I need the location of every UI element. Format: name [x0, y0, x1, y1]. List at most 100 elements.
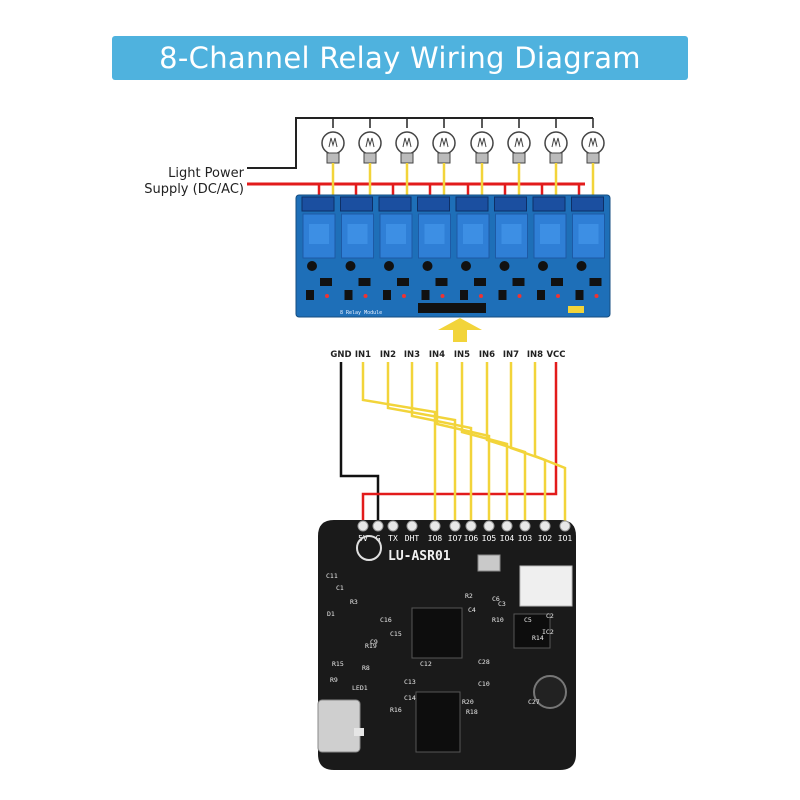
- component-label: C28: [478, 658, 490, 666]
- signal-wire: [533, 362, 567, 521]
- header-label: IO8: [428, 534, 443, 543]
- component-label: R19: [365, 642, 377, 650]
- light-bulb-icon: [466, 118, 494, 200]
- pin-label: IN2: [380, 350, 396, 360]
- relay-channel: [494, 196, 528, 300]
- vcc-wire: [361, 362, 558, 521]
- component-label: R18: [466, 708, 478, 716]
- header-pin: [429, 520, 441, 532]
- light-bulb-icon: [317, 118, 345, 200]
- header-label: IO6: [464, 534, 479, 543]
- component-label: D1: [327, 610, 335, 618]
- header-pin: [483, 520, 495, 532]
- diagram-title: 8-Channel Relay Wiring Diagram: [159, 41, 641, 75]
- component-label: C4: [468, 606, 476, 614]
- microphone: [533, 675, 567, 709]
- pin-label: IN4: [429, 350, 445, 360]
- relay-module: 8 Relay Module: [295, 194, 611, 318]
- relay-channel: [532, 196, 567, 300]
- component-label: C3: [498, 600, 506, 608]
- light-bulb-icon: [391, 118, 419, 200]
- light-bulb-icon: [354, 118, 382, 200]
- component-label: R2: [465, 592, 473, 600]
- usb-c-port: [317, 699, 361, 753]
- header-label: IO7: [448, 534, 463, 543]
- relay-channel: [301, 196, 336, 300]
- wire-harness: [339, 362, 567, 521]
- main-chip: [411, 607, 463, 659]
- signal-wire: [485, 362, 527, 521]
- component-label: C2: [546, 612, 554, 620]
- pin-label: IN3: [404, 350, 420, 360]
- pin-label: IN6: [479, 350, 495, 360]
- component-label: R15: [332, 660, 344, 668]
- component-label: C27: [528, 698, 540, 706]
- component-label: LED1: [352, 684, 368, 692]
- header-pin: [519, 520, 531, 532]
- component-label: C1: [336, 584, 344, 592]
- neutral-supply-wire: [247, 117, 593, 169]
- signal-wire: [410, 362, 473, 521]
- amp-chip: [415, 691, 461, 753]
- crystal: [477, 554, 501, 572]
- component-label: R20: [462, 698, 474, 706]
- header-pin: [406, 520, 418, 532]
- component-label: C5: [524, 616, 532, 624]
- component-label: R9: [330, 676, 338, 684]
- component-label: C10: [478, 680, 490, 688]
- signal-direction-arrow: [438, 318, 482, 342]
- pin-label: IN7: [503, 350, 519, 360]
- pin-label: IN5: [454, 350, 470, 360]
- pin-label: VCC: [546, 350, 565, 360]
- header-pin: [372, 520, 384, 532]
- pin-label: IN8: [527, 350, 543, 360]
- relay-channel: [455, 196, 490, 300]
- header-label: IO1: [558, 534, 573, 543]
- power-label-line1: Light Power: [168, 166, 245, 181]
- signal-wire: [361, 362, 437, 521]
- board-name: LU-ASR01: [388, 549, 451, 564]
- title-banner: 8-Channel Relay Wiring Diagram: [112, 36, 688, 80]
- light-bulb-icon: [540, 118, 568, 200]
- component-label: C6: [492, 595, 500, 603]
- component-label: R3: [350, 598, 358, 606]
- component-label: R10: [492, 616, 504, 624]
- header-label: IO4: [500, 534, 515, 543]
- light-bulb-icon: [503, 118, 531, 200]
- relay-pcb: [295, 194, 611, 318]
- header-pin: [449, 520, 461, 532]
- header-pin: [465, 520, 477, 532]
- component-label: R16: [390, 706, 402, 714]
- component-label: C11: [326, 572, 338, 580]
- relay-channel: [378, 196, 413, 300]
- relay-channel: [417, 196, 451, 300]
- header-pin: [357, 520, 369, 532]
- relay-jumper: [568, 306, 584, 313]
- component-label: C14: [404, 694, 416, 702]
- signal-wire: [460, 362, 509, 521]
- ic2-chip: [513, 613, 551, 649]
- light-bulb-icon: [577, 118, 605, 200]
- led1: [354, 728, 364, 736]
- header-label: IO5: [482, 534, 497, 543]
- header-label: TX: [388, 534, 398, 543]
- light-bulb-icon: [428, 118, 456, 200]
- component-label: C16: [380, 616, 392, 624]
- relay-channel: [571, 196, 605, 300]
- board-logo: [356, 535, 382, 561]
- header-label: DHT: [405, 534, 420, 543]
- relay-input-header: [418, 303, 486, 313]
- component-label: C15: [390, 630, 402, 638]
- signal-wire: [386, 362, 457, 521]
- header-label: IO3: [518, 534, 533, 543]
- speaker-connector: [519, 565, 573, 607]
- component-label: C12: [420, 660, 432, 668]
- relay-channels: [301, 196, 605, 300]
- header-pin: [559, 520, 571, 532]
